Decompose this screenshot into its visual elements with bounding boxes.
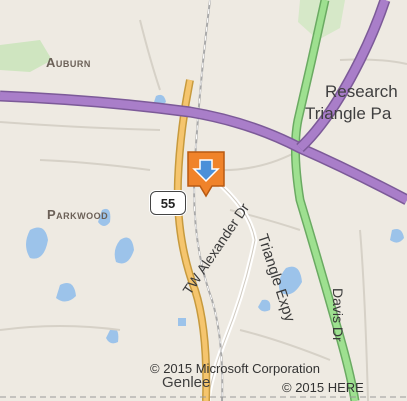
place-label-parkwood: Parkwood [47,207,109,222]
place-label-auburn: Auburn [46,55,91,70]
road-label-davis-dr: Davis Dr [330,288,346,342]
copyright-microsoft: © 2015 Microsoft Corporation [150,361,320,376]
water-body [56,283,76,302]
water-body [258,299,271,312]
water-body [98,208,111,226]
water-body [26,227,48,259]
railway-dash [193,0,223,401]
water-body [278,266,302,295]
copyright-here: © 2015 HERE [282,380,364,395]
park-area [0,40,52,72]
road-tw-alexander-edge [207,179,256,401]
place-label-triangle-park: Triangle Pa [305,104,392,123]
location-pin[interactable] [186,150,226,200]
water-body [114,237,134,264]
water-body [390,229,404,243]
place-label-genlee: Genlee [162,374,211,391]
down-arrow-icon [187,151,225,198]
road-nc55 [175,79,209,401]
highway-i40 [0,92,407,204]
water-body [106,328,119,344]
road-triangle-expy [292,0,358,401]
route-shield-55: 55 [150,191,186,215]
water-body [178,318,186,326]
highway-branch [297,0,389,151]
place-label-research: Research [325,82,398,101]
